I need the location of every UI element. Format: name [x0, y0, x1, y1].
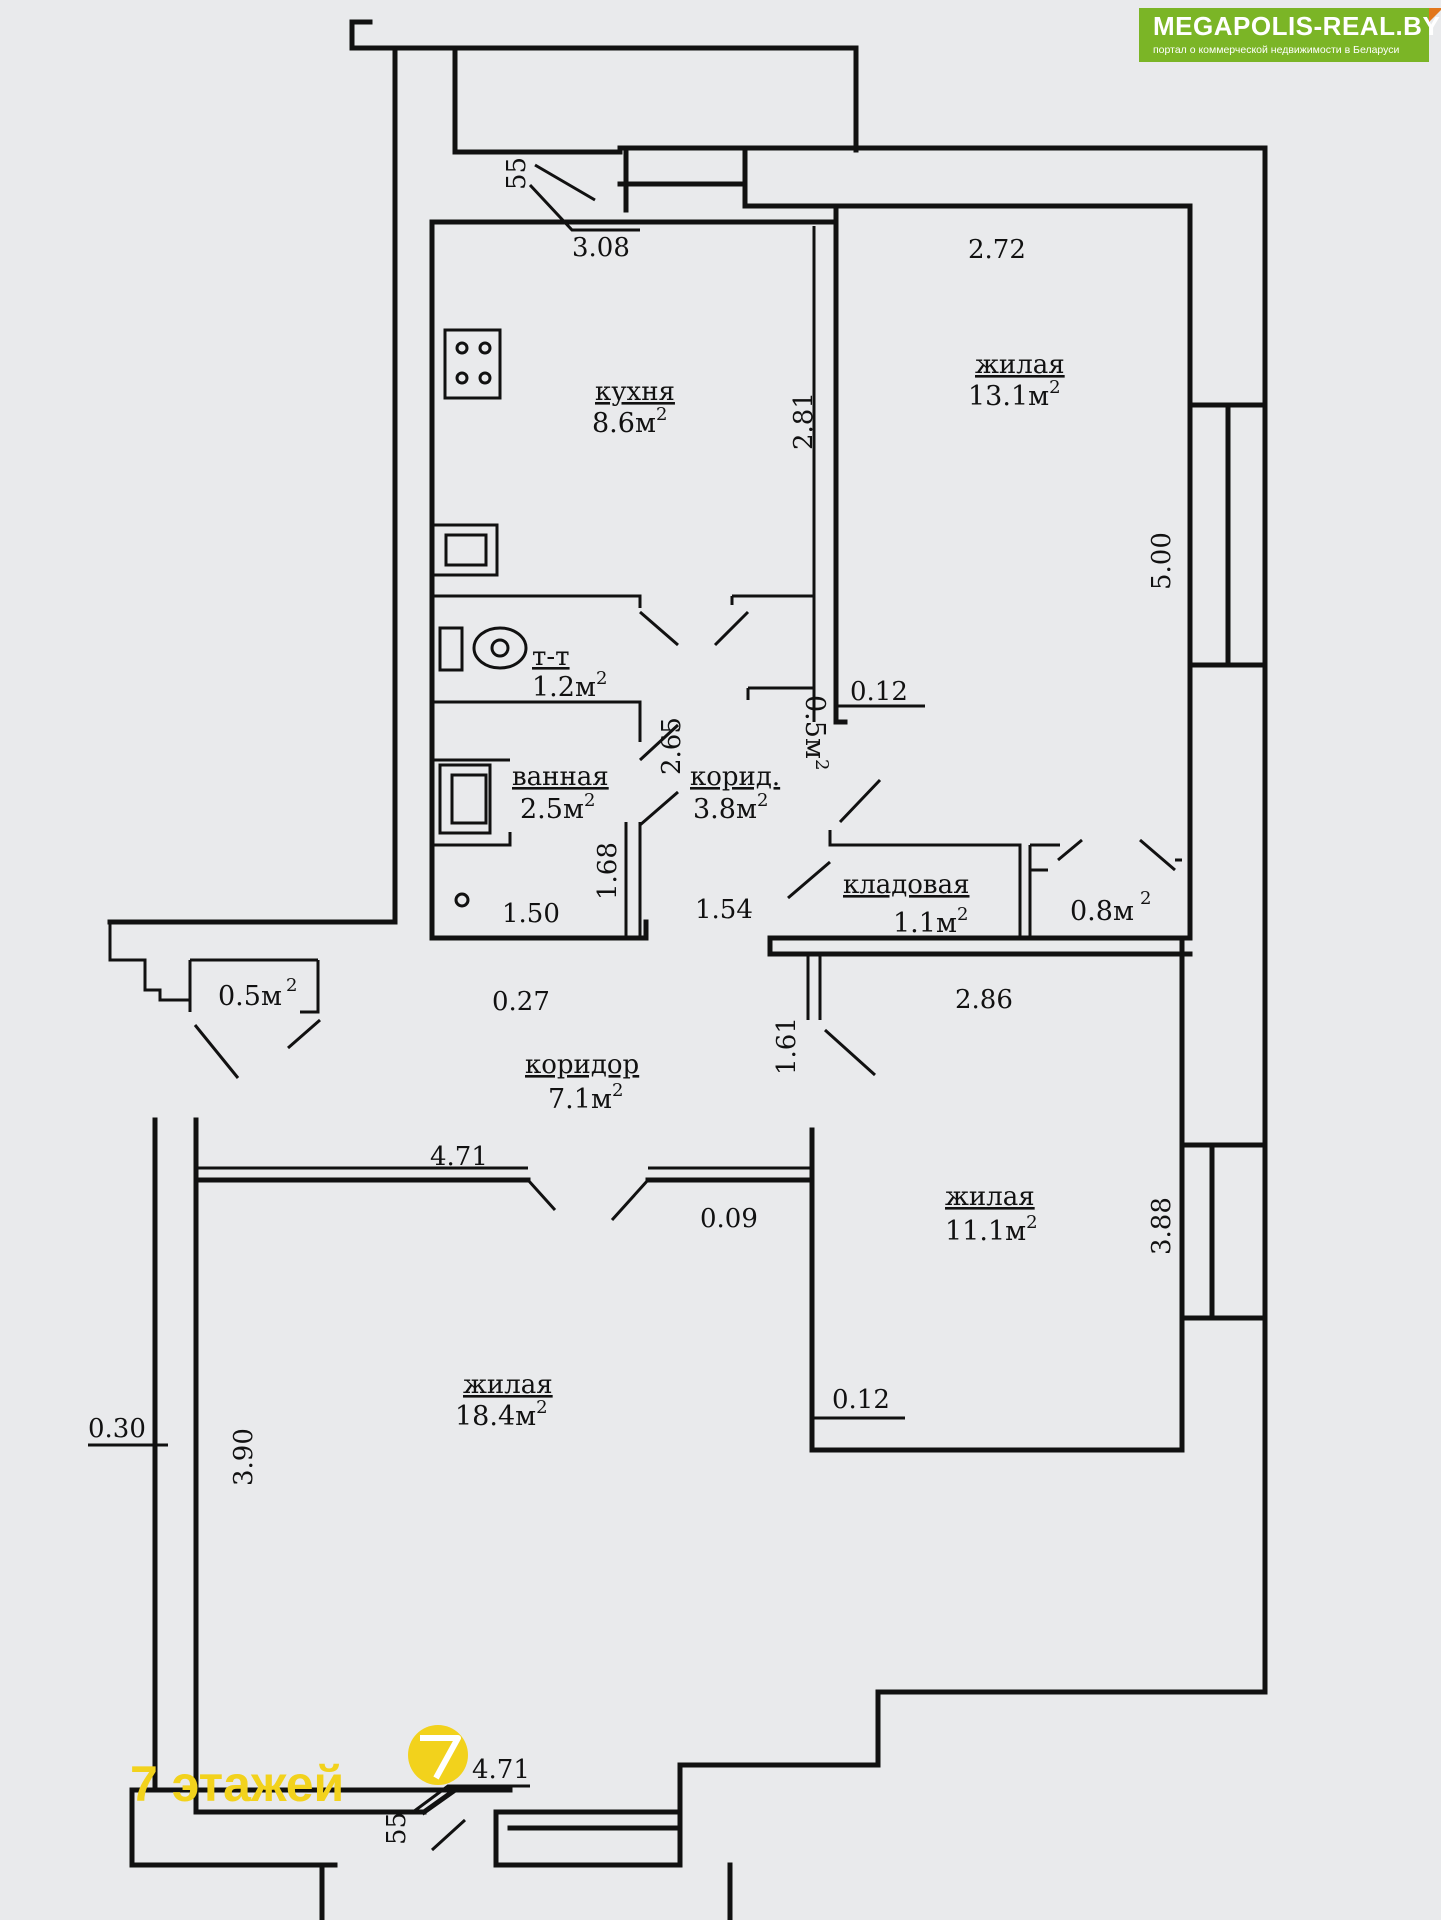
- living-e-name: жилая: [945, 1182, 1035, 1212]
- brand-name: MEGAPOLIS-REAL.BY: [1153, 11, 1441, 41]
- room-labels: кухня 8.6м2 жилая 13.1м2 т-т 1.2м2 ванна…: [218, 350, 1151, 1432]
- dim-3-90: 3.90: [229, 1428, 259, 1486]
- bath-name: ванная: [512, 762, 609, 792]
- living-s-name: жилая: [463, 1370, 553, 1400]
- dim-2-65: 2.65: [657, 717, 687, 775]
- dim-0-09: 0.09: [700, 1204, 758, 1234]
- fixtures: [430, 328, 528, 908]
- kitchen-name: кухня: [595, 377, 675, 407]
- door-swings: [193, 163, 1176, 1852]
- brand-tagline: портал о коммерческой недвижимости в Бел…: [1153, 44, 1400, 56]
- dim-1-50: 1.50: [502, 899, 560, 929]
- toilet-name: т-т: [532, 642, 570, 672]
- drain-icon: [454, 892, 470, 908]
- corridor-name: коридор: [525, 1050, 639, 1080]
- living-s-area: 18.4м2: [455, 1397, 548, 1432]
- living-e-area: 11.1м2: [945, 1212, 1038, 1247]
- dim-55-top: 55: [502, 157, 532, 190]
- dim-2-81: 2.81: [789, 392, 819, 450]
- dim-0-30: 0.30: [88, 1414, 146, 1444]
- dim-0-12-top: 0.12: [850, 677, 908, 707]
- corridor-area: 7.1м2: [548, 1080, 623, 1115]
- closet-mid-area: 0.5м2: [799, 695, 832, 770]
- dim-1-68: 1.68: [593, 842, 623, 900]
- pantry-area: 1.1м2: [893, 904, 968, 939]
- dim-1-61: 1.61: [772, 1017, 802, 1075]
- brand-corner-icon: [1429, 8, 1441, 22]
- leader-lines: [88, 183, 925, 1814]
- toilet-area: 1.2м2: [532, 668, 607, 703]
- dim-0-12-bot: 0.12: [832, 1385, 890, 1415]
- dim-4-71-mid: 4.71: [430, 1142, 488, 1172]
- dim-55-bot: 55: [382, 1812, 412, 1845]
- pantry-name: кладовая: [843, 870, 969, 900]
- corr-small-area: 3.8м2: [693, 790, 768, 825]
- living-ne-area: 13.1м2: [968, 377, 1061, 412]
- bath-area: 2.5м2: [520, 790, 595, 825]
- living-ne-name: жилая: [975, 350, 1065, 380]
- sink-icon: [430, 523, 499, 577]
- dimension-labels: 55 3.08 2.72 2.81 5.00 0.12 2.65 1.68 1.…: [88, 157, 1177, 1845]
- dim-5-00: 5.00: [1147, 532, 1177, 590]
- dim-0-27: 0.27: [492, 987, 550, 1017]
- walls: [107, 19, 1268, 1920]
- toilet-icon: [438, 626, 528, 672]
- dim-4-71-bot: 4.71: [472, 1755, 530, 1785]
- dim-3-08: 3.08: [572, 233, 630, 263]
- stove-icon: [443, 328, 502, 400]
- floors-caption: 7 этажей: [130, 1756, 345, 1812]
- dim-2-72: 2.72: [968, 235, 1026, 265]
- dim-1-54: 1.54: [695, 895, 753, 925]
- corr-small-name: корид.: [690, 762, 780, 792]
- floors-badge-icon: [408, 1725, 468, 1785]
- dim-2-86: 2.86: [955, 985, 1013, 1015]
- bathtub-icon: [438, 763, 492, 835]
- dim-3-88: 3.88: [1147, 1197, 1177, 1255]
- kitchen-area: 8.6м2: [592, 404, 667, 439]
- brand-logo[interactable]: MEGAPOLIS-REAL.BY портал о коммерческой …: [1139, 8, 1441, 62]
